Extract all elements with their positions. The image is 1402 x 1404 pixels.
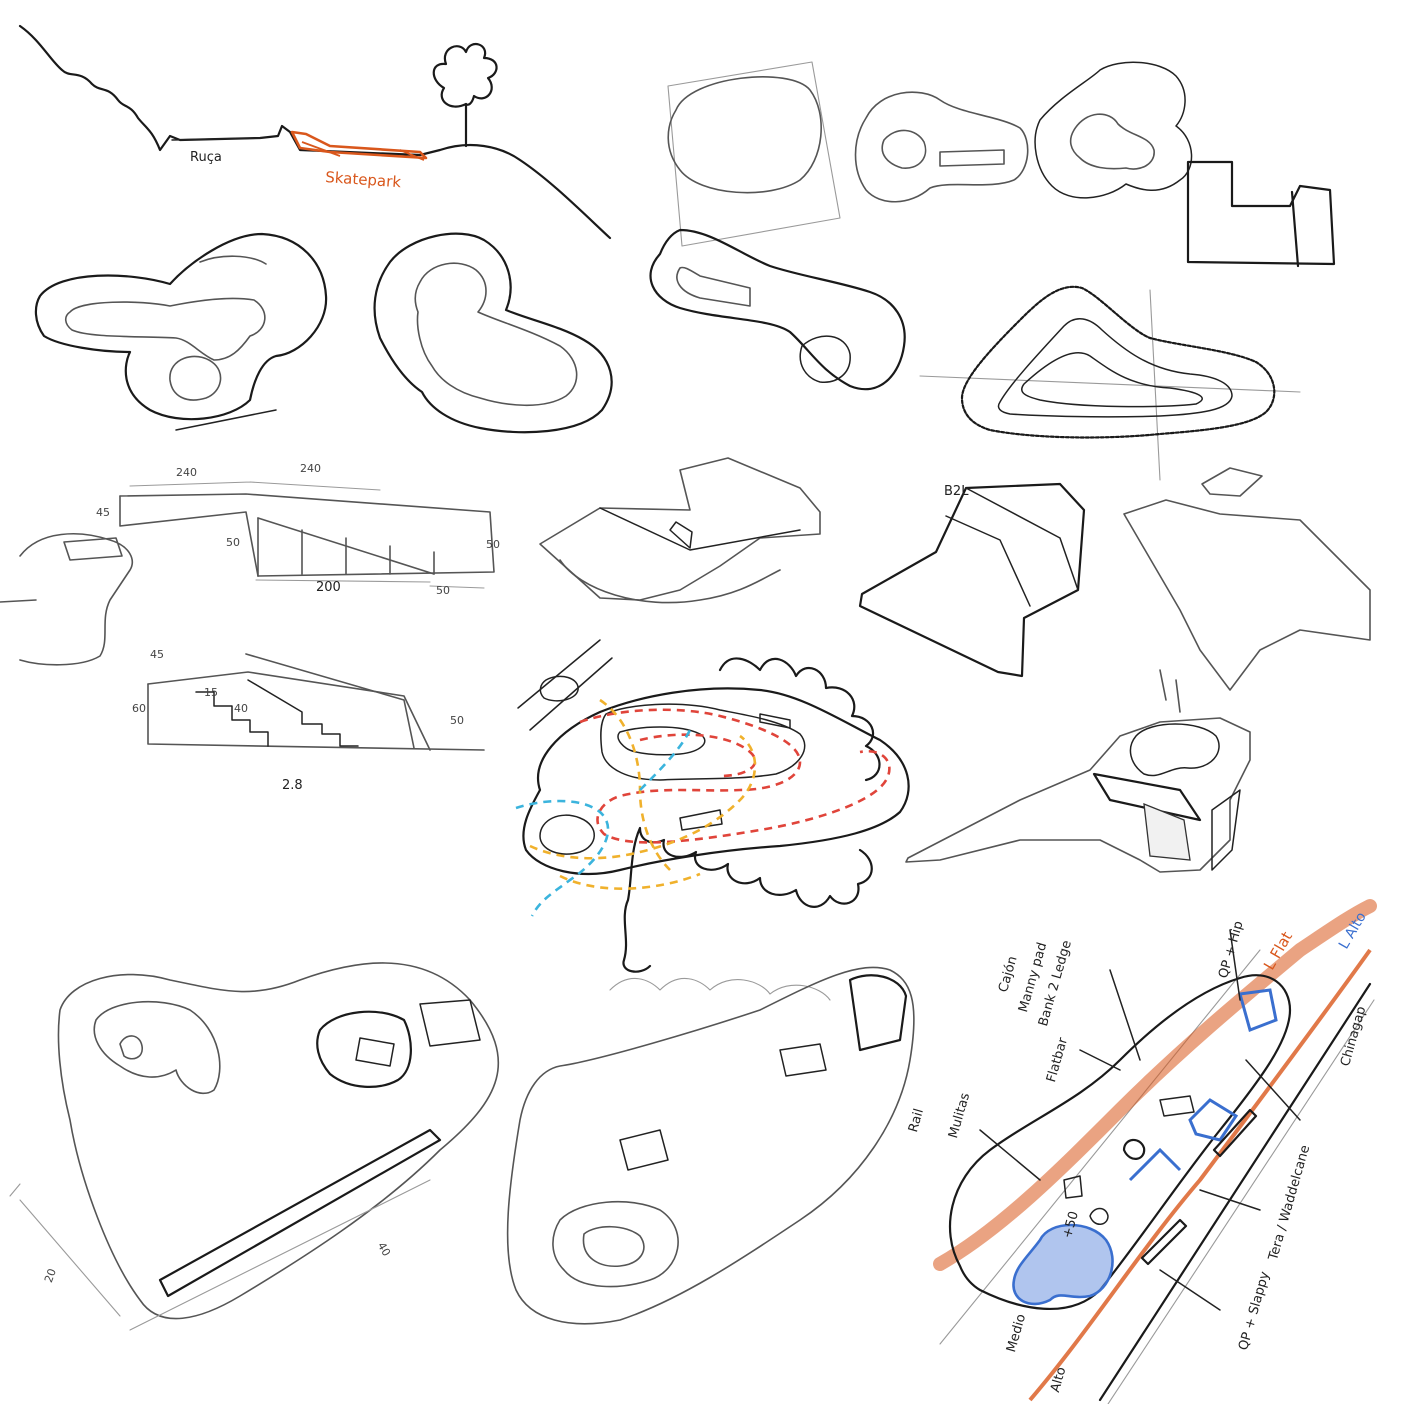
isometric-obstacle-sketches (539, 457, 1371, 713)
dim-stair-step-b: 40 (234, 702, 248, 715)
skatepark-plan-lower-middle (506, 966, 915, 1325)
dim-stair-left: 60 (132, 702, 146, 715)
dim-top-left-a: 240 (176, 466, 197, 479)
dim-rise-b: 50 (226, 536, 240, 549)
dim-stair-right: 50 (450, 714, 464, 727)
bowl-plan-sketches-top (667, 61, 1336, 268)
section-label-left: Ruça (190, 150, 222, 165)
iso-site-with-ramp (905, 717, 1251, 873)
annotated-obstacle-plan (933, 899, 1377, 1404)
terrain-section-sketch (18, 24, 612, 240)
dim-run-bottom: 200 (316, 580, 341, 595)
site-circulation-plan (515, 639, 910, 973)
dim-stair-step: 15 (204, 686, 218, 699)
bowl-plan-sketches-row2 (34, 228, 1301, 497)
dim-stair-total: 2.8 (282, 778, 303, 793)
iso-label-bank: B2L (944, 484, 969, 499)
dimensioned-elevation-sketches (0, 481, 495, 751)
skatepark-plan-lower-left (9, 962, 500, 1331)
dim-top-left-b: 240 (300, 462, 321, 475)
dim-right-height: 50 (486, 538, 500, 551)
dim-run-right: 50 (436, 584, 450, 597)
dim-rise-a: 45 (96, 506, 110, 519)
dim-stair-top: 45 (150, 648, 164, 661)
